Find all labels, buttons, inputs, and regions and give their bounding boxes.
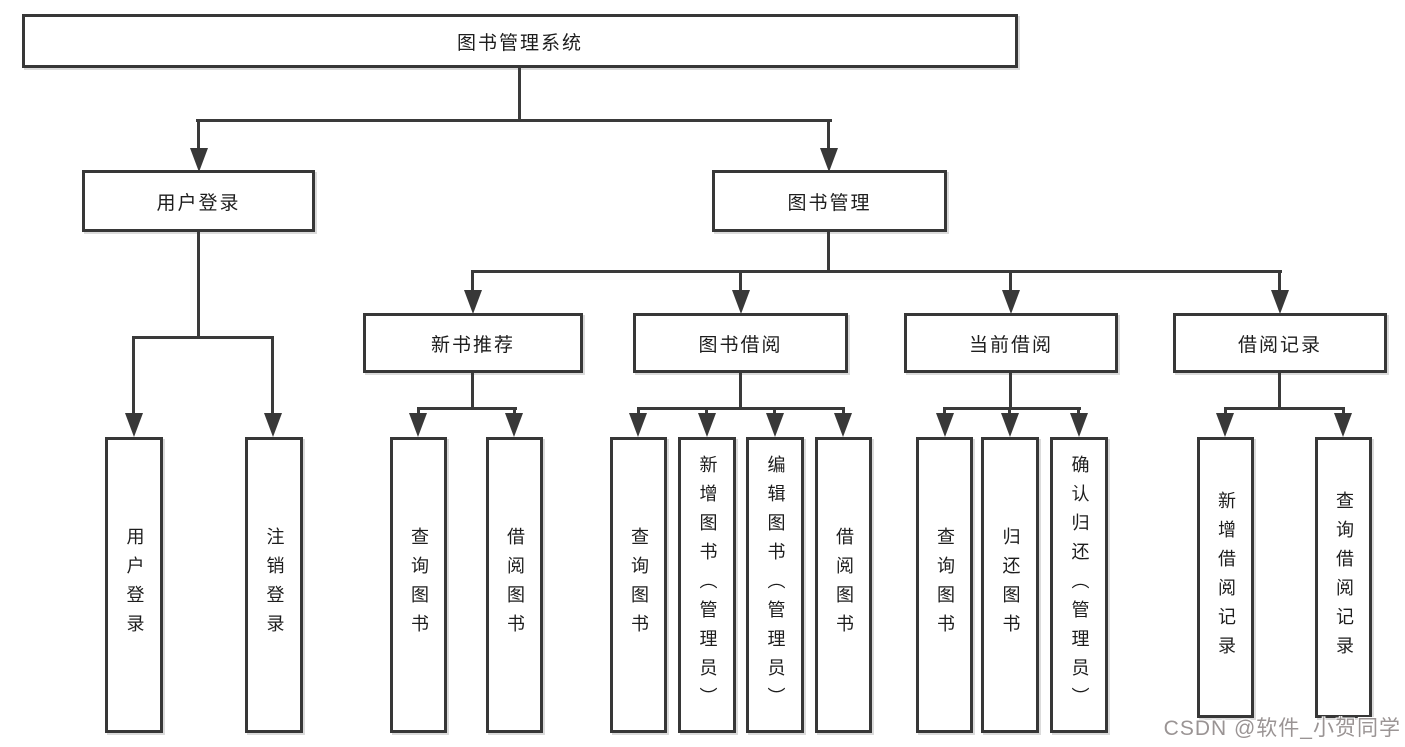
leaf-label: 注销登录: [264, 527, 285, 643]
arrow-down-icon: [732, 290, 750, 314]
connector-line: [471, 270, 474, 293]
leaf-logout: 注销登录: [245, 437, 303, 733]
connector-line: [197, 119, 200, 150]
connector-line: [1342, 407, 1345, 415]
leaf-query-borrow-record: 查询借阅记录: [1315, 437, 1372, 718]
node-new-book-recommendation: 新书推荐: [363, 313, 583, 373]
connector-line: [417, 407, 420, 415]
node-label: 用户登录: [156, 192, 241, 214]
connector-line: [739, 270, 742, 293]
leaf-user-login: 用户登录: [105, 437, 163, 733]
connector-line: [132, 336, 135, 414]
connector-line: [637, 407, 845, 410]
arrow-down-icon: [1334, 413, 1352, 437]
leaf-query-book-current: 查询图书: [916, 437, 973, 733]
connector-line: [1224, 407, 1227, 415]
node-book-management: 图书管理: [712, 170, 947, 232]
connector-line: [132, 336, 274, 339]
leaf-label: 查询图书: [628, 527, 649, 643]
arrow-down-icon: [629, 413, 647, 437]
leaf-confirm-return-admin: 确认归还（管理员）: [1050, 437, 1108, 733]
connector-line: [773, 407, 776, 415]
leaf-borrow-book: 借阅图书: [815, 437, 872, 733]
connector-line: [1224, 407, 1344, 410]
arrow-down-icon: [1070, 413, 1088, 437]
leaf-label: 新增图书（管理员）: [697, 454, 718, 716]
node-borrowing-records: 借阅记录: [1173, 313, 1387, 373]
leaf-query-book-borrowing: 查询图书: [610, 437, 667, 733]
node-label: 借阅记录: [1237, 334, 1322, 356]
connector-line: [1077, 407, 1080, 415]
connector-line: [842, 407, 845, 415]
arrow-down-icon: [766, 413, 784, 437]
connector-line: [471, 270, 1282, 273]
leaf-label: 查询图书: [934, 527, 955, 643]
leaf-label: 借阅图书: [504, 527, 525, 643]
leaf-label: 确认归还（管理员）: [1069, 454, 1090, 716]
node-library-management-system: 图书管理系统: [22, 14, 1018, 68]
arrow-down-icon: [1001, 413, 1019, 437]
leaf-query-book-recommend: 查询图书: [390, 437, 447, 733]
leaf-add-borrow-record: 新增借阅记录: [1197, 437, 1254, 718]
leaf-label: 编辑图书（管理员）: [765, 454, 786, 716]
node-label: 图书管理: [787, 192, 872, 214]
arrow-down-icon: [464, 290, 482, 314]
leaf-label: 用户登录: [124, 527, 145, 643]
connector-line: [637, 407, 640, 415]
connector-line: [271, 336, 274, 414]
node-label: 新书推荐: [430, 334, 515, 356]
connector-line: [827, 232, 830, 270]
leaf-edit-book-admin: 编辑图书（管理员）: [746, 437, 804, 733]
arrow-down-icon: [409, 413, 427, 437]
node-current-borrowing: 当前借阅: [904, 313, 1118, 373]
connector-line: [197, 232, 200, 336]
arrow-down-icon: [698, 413, 716, 437]
node-user-login: 用户登录: [82, 170, 315, 232]
connector-line: [705, 407, 708, 415]
connector-line: [827, 119, 830, 150]
arrow-down-icon: [190, 148, 208, 172]
leaf-label: 借阅图书: [833, 527, 854, 643]
leaf-label: 查询图书: [408, 527, 429, 643]
arrow-down-icon: [1216, 413, 1234, 437]
node-label: 当前借阅: [968, 334, 1053, 356]
connector-line: [739, 373, 742, 407]
leaf-label: 归还图书: [1000, 527, 1021, 643]
connector-line: [1009, 373, 1012, 407]
leaf-return-book: 归还图书: [981, 437, 1039, 733]
node-label: 图书借阅: [698, 334, 783, 356]
node-book-borrowing: 图书借阅: [633, 313, 848, 373]
node-label: 图书管理系统: [456, 32, 583, 54]
arrow-down-icon: [505, 413, 523, 437]
arrow-down-icon: [1002, 290, 1020, 314]
leaf-borrow-book-recommend: 借阅图书: [486, 437, 543, 733]
connector-line: [1008, 407, 1011, 415]
watermark: CSDN @软件_小贺同学: [1163, 717, 1401, 740]
leaf-label: 新增借阅记录: [1215, 490, 1236, 665]
connector-line: [943, 407, 946, 415]
connector-line: [471, 373, 474, 407]
arrow-down-icon: [1271, 290, 1289, 314]
connector-line: [1278, 373, 1281, 407]
arrow-down-icon: [936, 413, 954, 437]
leaf-add-book-admin: 新增图书（管理员）: [678, 437, 736, 733]
connector-line: [196, 119, 832, 122]
leaf-label: 查询借阅记录: [1333, 490, 1354, 665]
arrow-down-icon: [820, 148, 838, 172]
connector-line: [1009, 270, 1012, 293]
arrow-down-icon: [125, 413, 143, 437]
arrow-down-icon: [834, 413, 852, 437]
connector-line: [1278, 270, 1281, 293]
connector-line: [417, 407, 517, 410]
connector-line: [943, 407, 1081, 410]
arrow-down-icon: [264, 413, 282, 437]
connector-line: [513, 407, 516, 415]
connector-line: [518, 68, 521, 121]
